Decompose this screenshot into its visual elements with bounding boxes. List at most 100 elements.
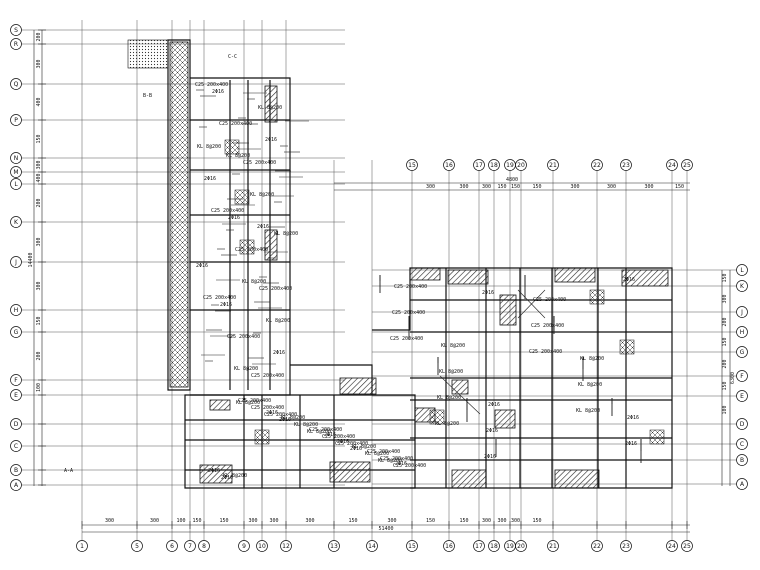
rebar-note: C25 200x400	[211, 208, 244, 214]
rebar-note: 2Φ16	[204, 176, 216, 182]
bottom-axis-bubble-label: 7	[188, 543, 192, 550]
bottom-axis-bubble-circle	[198, 540, 210, 552]
left-axis-bubble-circle	[10, 374, 22, 386]
top-dim-value: 150	[532, 184, 541, 190]
left-axis-bubble-label: J	[14, 259, 17, 266]
rebar-note: C25 200x400	[238, 398, 271, 404]
right-axis-bubble-circle	[736, 346, 748, 358]
top-dim-value: 300	[459, 184, 468, 190]
rebar-note: C25 200x400	[533, 297, 566, 303]
right-axis-bubble-circle	[736, 390, 748, 402]
shear-wall-hatch	[409, 267, 441, 281]
left-axis-bubble-label: K	[14, 219, 19, 226]
top-axis-bubble-label: 19	[506, 162, 514, 169]
top-dim-value: 300	[570, 184, 579, 190]
bottom-axis-bubble-circle	[131, 540, 143, 552]
top-axis-bubble-circle	[406, 159, 418, 171]
right-axis-bubble-circle	[736, 418, 748, 430]
left-axis-bubble-label: H	[14, 307, 19, 314]
right-dim-value: 200	[722, 317, 728, 326]
bottom-dim-value: 300	[105, 518, 114, 524]
right-axis-bubble-label: E	[740, 393, 744, 400]
rebar-note: C25 200x400	[531, 323, 564, 329]
right-axis-bubble-circle	[736, 438, 748, 450]
rebar-note: KL 8@200	[578, 382, 602, 388]
left-axis-bubble-label: R	[14, 41, 18, 48]
rebar-note: KL 8@200	[266, 318, 290, 324]
top-axis-bubble-label: 15	[408, 162, 416, 169]
bottom-axis-bubble-label: 19	[506, 543, 514, 550]
shear-wall-hatch	[494, 409, 516, 429]
overall-dim-right: 6300	[730, 372, 736, 384]
shaft-opening	[619, 339, 635, 355]
bottom-axis-bubble-label: 21	[549, 543, 557, 550]
bottom-axis-bubble-circle	[620, 540, 632, 552]
shear-wall-hatch	[264, 85, 278, 123]
top-dim-value: 150	[497, 184, 506, 190]
rebar-note: KL 8@200	[281, 415, 305, 421]
dimension-lines	[33, 29, 731, 533]
top-axis-bubble-circle	[473, 159, 485, 171]
rebar-note: C25 200x400	[235, 247, 268, 253]
rebar-note: 2Φ16	[484, 454, 496, 460]
rebar-note: 2Φ16	[273, 350, 285, 356]
top-dim-value: 150	[511, 184, 520, 190]
bottom-axis-bubble-label: 8	[202, 543, 206, 550]
bottom-axis-bubble-label: 16	[445, 543, 453, 550]
bottom-axis-bubble-circle	[256, 540, 268, 552]
right-axis-bubble-circle	[736, 280, 748, 292]
rebar-note: KL 8@200	[197, 144, 221, 150]
rebar-note: 2Φ16	[279, 417, 291, 423]
rebar-note: C25 200x400	[219, 121, 252, 127]
rebar-note: 2Φ16	[208, 468, 220, 474]
core-shear-wall	[169, 41, 189, 388]
left-axis-bubble-circle	[10, 178, 22, 190]
bottom-dim-value: 300	[305, 518, 314, 524]
bottom-axis-bubble-label: 22	[593, 543, 601, 550]
right-axis-bubble-circle	[736, 326, 748, 338]
bottom-axis-bubble-circle	[591, 540, 603, 552]
rebar-note: 2Φ16	[212, 89, 224, 95]
bottom-axis-bubble-circle	[76, 540, 88, 552]
bottom-dim-value: 150	[348, 518, 357, 524]
top-dim-value: 300	[426, 184, 435, 190]
beam-lines	[196, 89, 642, 463]
right-axis-bubble-label: H	[740, 329, 745, 336]
shear-wall-hatch	[499, 294, 517, 326]
left-axis-bubble-circle	[10, 166, 22, 178]
left-axis-bubble-label: C	[14, 443, 18, 450]
bottom-axis-bubble-circle	[515, 540, 527, 552]
left-axis-bubble-circle	[10, 256, 22, 268]
top-dim-value: 300	[607, 184, 616, 190]
shaft-opening	[589, 289, 605, 305]
bottom-axis-bubble-label: 10	[258, 543, 266, 550]
top-axis-bubble-circle	[666, 159, 678, 171]
left-axis-bubble-label: A	[14, 482, 19, 489]
section-mark: B-B	[143, 93, 152, 99]
top-axis-bubble-circle	[591, 159, 603, 171]
left-dim-value: 200	[36, 32, 42, 41]
left-axis-bubble-circle	[10, 440, 22, 452]
left-axis-bubble-circle	[10, 326, 22, 338]
right-dim-value: 100	[722, 405, 728, 414]
east-wing-outline	[372, 267, 673, 489]
rebar-note: KL 8@200	[580, 356, 604, 362]
shaft-opening	[649, 429, 665, 445]
rebar-note: C25 200x400	[259, 286, 292, 292]
core-wall	[167, 39, 191, 391]
shear-wall-hatch	[264, 229, 278, 261]
bottom-axis-bubble-label: 24	[668, 543, 676, 550]
bottom-axis-bubble-circle	[681, 540, 693, 552]
rebar-note: 2Φ16	[257, 224, 269, 230]
left-axis-bubble-circle	[10, 418, 22, 430]
bottom-axis-bubble-label: 12	[282, 543, 290, 550]
top-axis-bubble-label: 24	[668, 162, 676, 169]
rebar-note: KL 8@200	[250, 192, 274, 198]
bottom-axis-bubble-label: 13	[330, 543, 338, 550]
bottom-dim-value: 300	[482, 518, 491, 524]
bottom-axis-bubble-circle	[366, 540, 378, 552]
rebar-note: C25 200x400	[227, 334, 260, 340]
rebar-note: 2Φ16	[623, 277, 635, 283]
